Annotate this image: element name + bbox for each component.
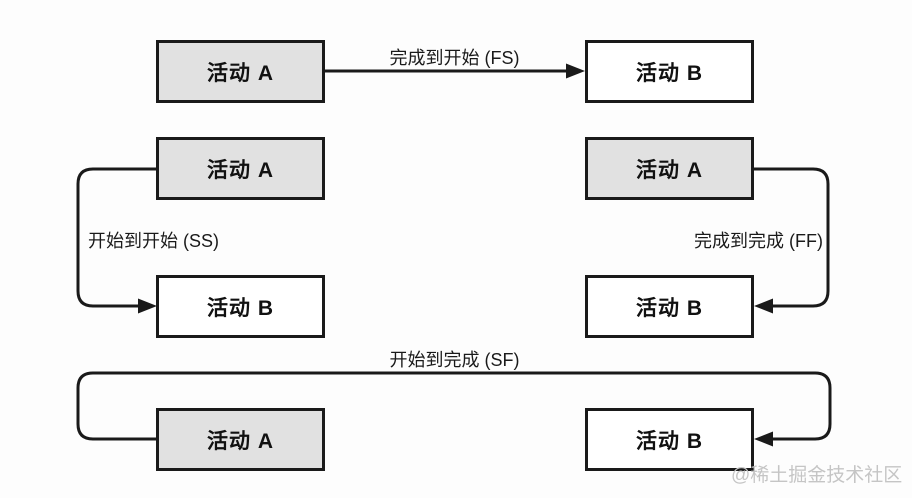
sf-activity-a-box: 活动 A: [156, 408, 325, 471]
sf-connector-line: [76, 371, 832, 441]
sf-activity-b-box: 活动 B: [585, 408, 754, 471]
ss-arrowhead: [138, 298, 157, 314]
ss-relationship-label: 开始到开始 (SS): [88, 231, 220, 251]
watermark: @稀土掘金技术社区: [731, 465, 903, 486]
ss-activity-a-box: 活动 A: [156, 137, 325, 200]
ss-activity-b-box: 活动 B: [156, 275, 325, 338]
ff-activity-b-box: 活动 B: [585, 275, 754, 338]
sf-relationship-label: 开始到完成 (SF): [389, 350, 520, 370]
fs-activity-b-box: 活动 B: [585, 40, 754, 103]
sf-arrowhead: [754, 431, 773, 447]
ff-arrowhead: [754, 298, 773, 314]
ff-connector-line: [753, 167, 830, 308]
fs-arrowhead: [566, 63, 585, 79]
ff-activity-a-box: 活动 A: [585, 137, 754, 200]
fs-relationship-label: 完成到开始 (FS): [389, 48, 520, 68]
ss-connector-line: [76, 167, 156, 308]
ff-relationship-label: 完成到完成 (FF): [694, 231, 823, 251]
fs-activity-a-box: 活动 A: [156, 40, 325, 103]
